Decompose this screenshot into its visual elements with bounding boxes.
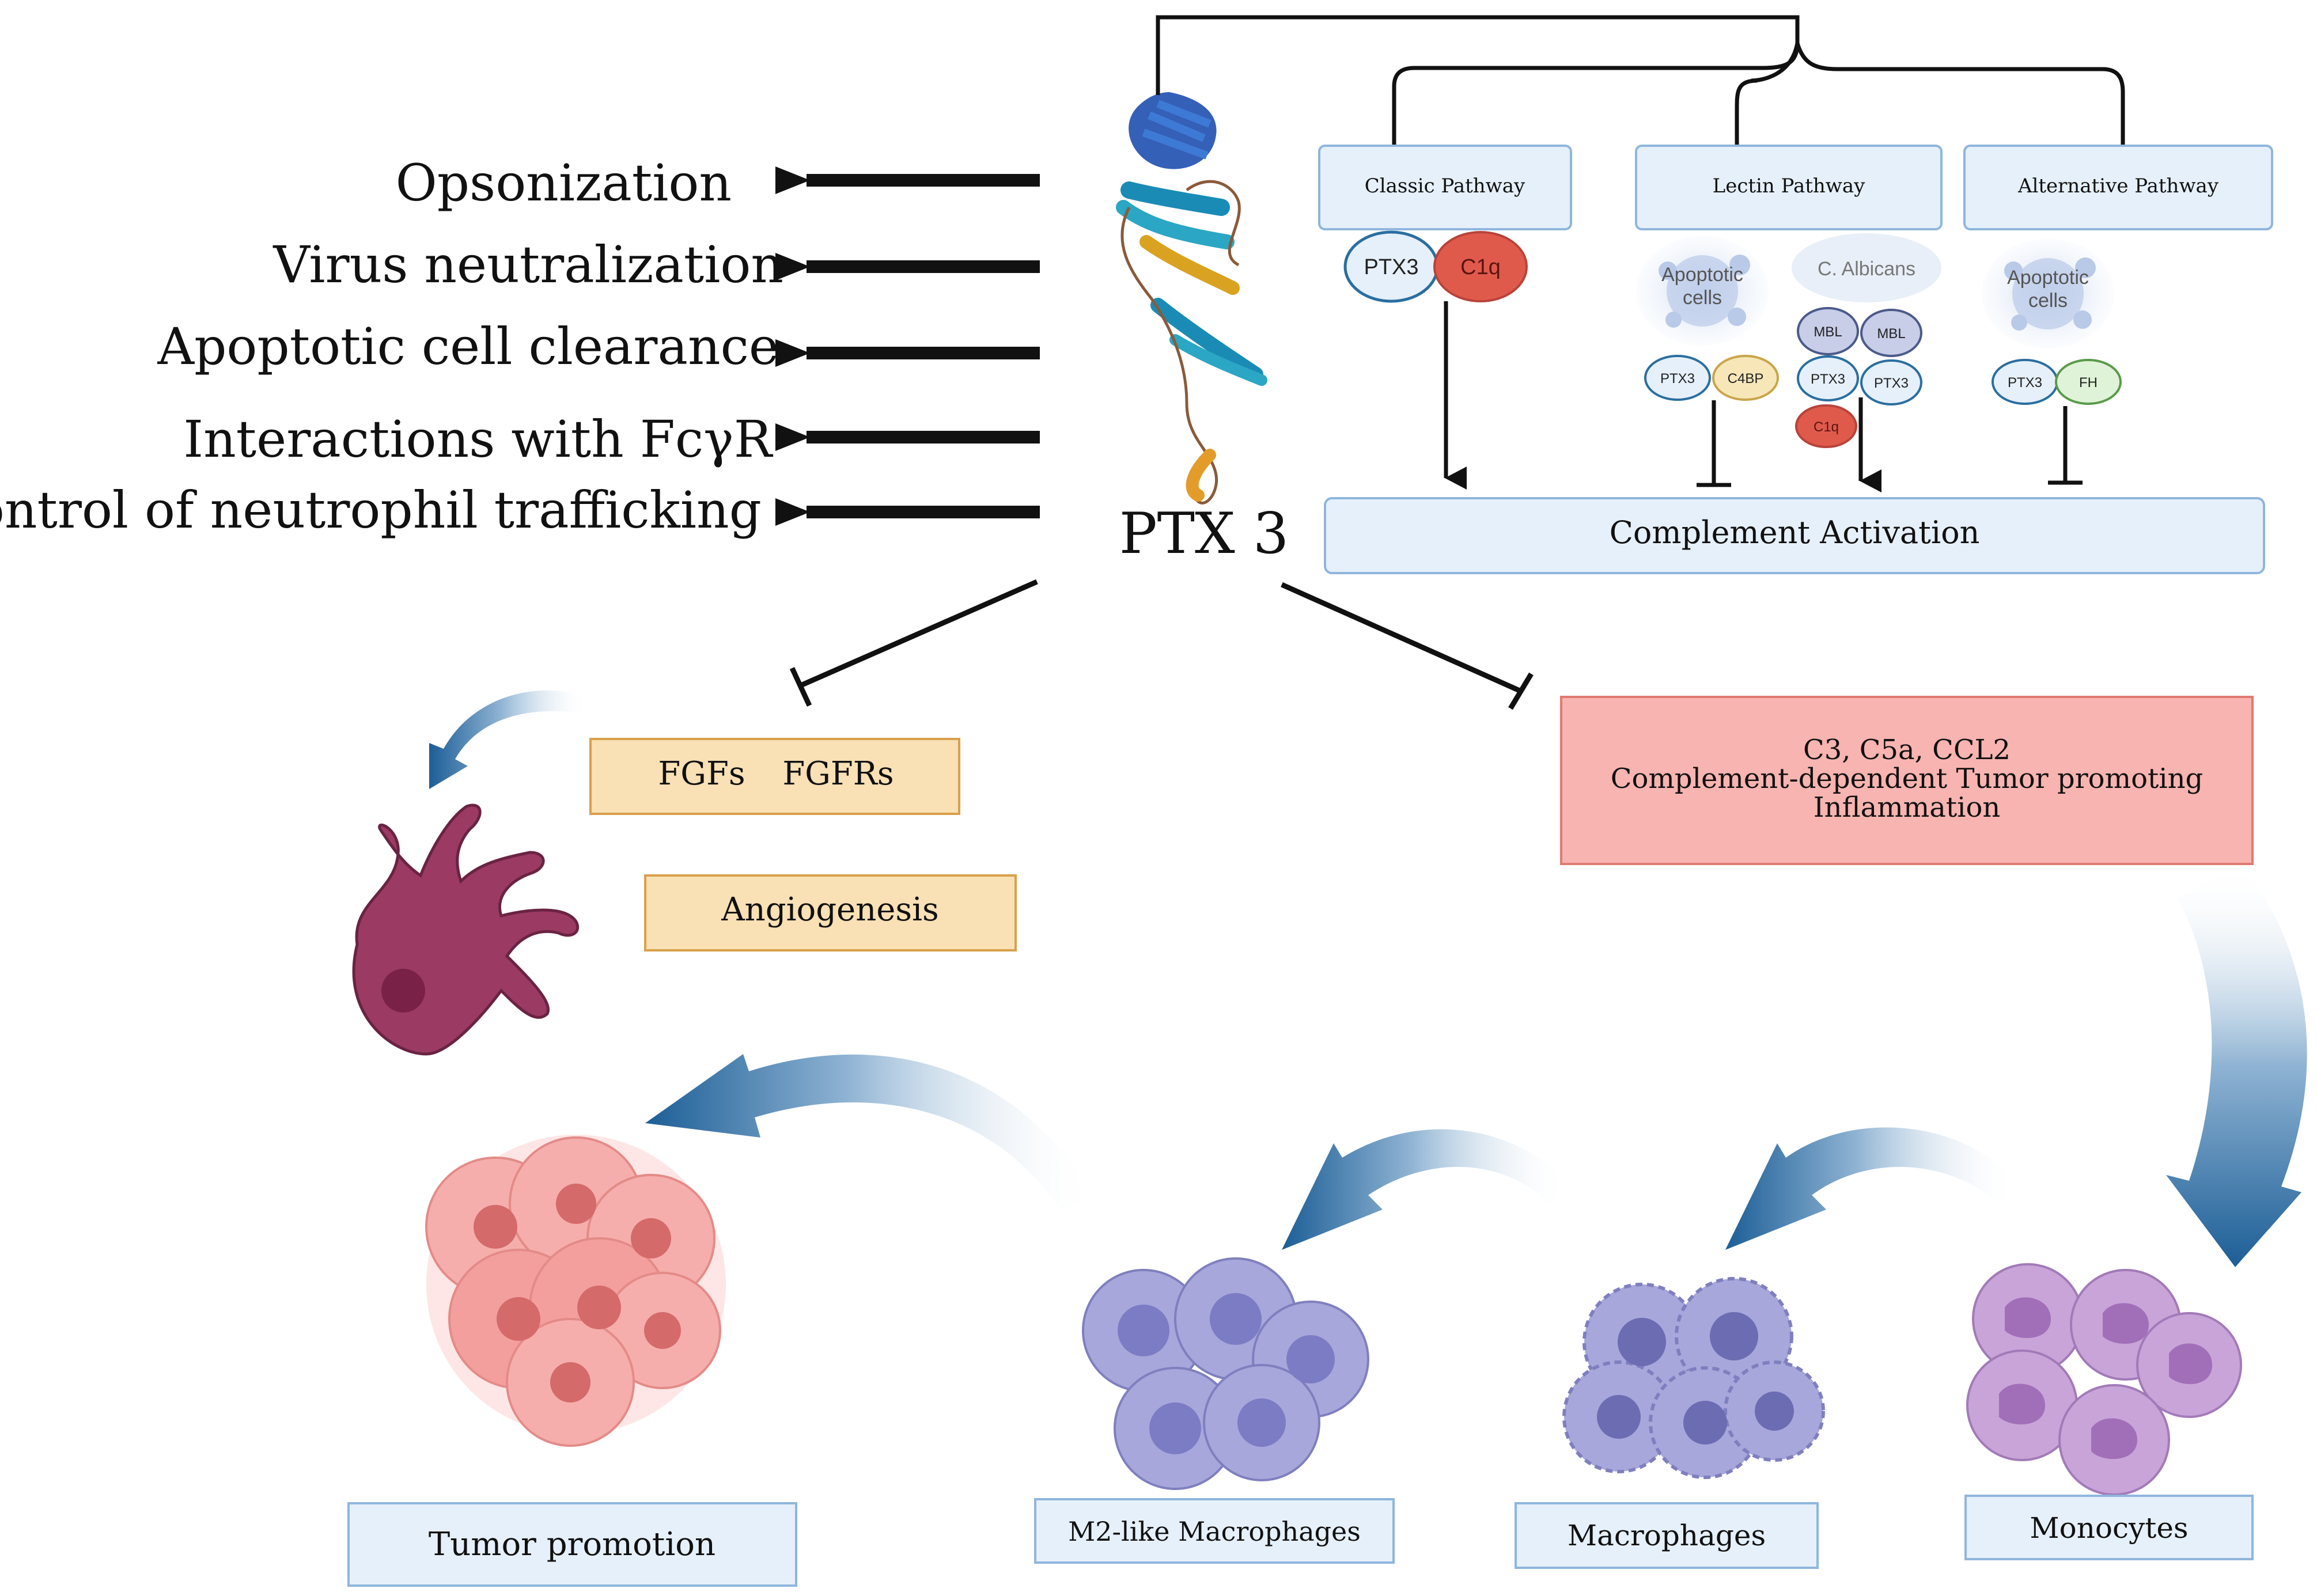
mbl-label-a: MBL bbox=[1814, 324, 1842, 340]
pathway-connector bbox=[1156, 15, 2125, 145]
alternative-pathway-label: Alternative Pathway bbox=[2017, 175, 2219, 198]
ptx3-label-alt: PTX3 bbox=[2008, 375, 2042, 391]
function-list: Opsonization Virus neutralization Apopto… bbox=[0, 153, 783, 540]
c1q-molecule-classic bbox=[1433, 231, 1528, 302]
apoptotic-cells-alternative: Apoptotic cells bbox=[1982, 239, 2114, 348]
lectin-pathway-label: Lectin Pathway bbox=[1713, 175, 1866, 198]
angiogenesis-box: Angiogenesis bbox=[644, 874, 1017, 951]
monocytes-box bbox=[1964, 1495, 2254, 1560]
arrow-to-endothelial bbox=[429, 690, 588, 789]
c4bp-molecule bbox=[1712, 355, 1779, 401]
alternative-pathway-molecules: Apoptotic cells PTX3 FH bbox=[1982, 239, 2122, 485]
pathway-headers: Classic Pathway Lectin Pathway Alternati… bbox=[1318, 145, 2273, 230]
apoptotic-cells-label-lectin-2: cells bbox=[1683, 287, 1722, 309]
flow-arrows bbox=[429, 690, 2307, 1267]
apoptotic-cells-lectin: Apoptotic cells bbox=[1636, 236, 1769, 346]
arrow-macro-to-m2 bbox=[1282, 1129, 1567, 1250]
inflammation-line-1: C3, C5a, CCL2 bbox=[1803, 734, 2011, 766]
complement-activation-box bbox=[1324, 497, 2265, 574]
monocyte-cluster bbox=[1966, 1263, 2242, 1496]
ptx3-protein-structure bbox=[1116, 63, 1267, 505]
ptx3-molecule-lectin-b bbox=[1797, 355, 1859, 401]
fh-molecule bbox=[2055, 359, 2122, 405]
angiogenesis-label: Angiogenesis bbox=[721, 891, 939, 928]
endothelial-cell bbox=[352, 803, 580, 1056]
m2-macrophages-box bbox=[1034, 1498, 1395, 1564]
function-fcgr-interactions: Interactions with FcγR bbox=[183, 410, 773, 469]
function-virus-neutralization: Virus neutralization bbox=[272, 235, 783, 294]
c1q-label-classic: C1q bbox=[1460, 255, 1501, 279]
tumor-promotion-box bbox=[347, 1502, 797, 1587]
c1q-label-lectin: C1q bbox=[1814, 419, 1839, 435]
m2-macrophage-cluster bbox=[1082, 1257, 1369, 1490]
function-arrows bbox=[775, 166, 1040, 526]
function-apoptotic-clearance: Apoptotic cell clearance bbox=[157, 317, 779, 376]
ptx3-label-lectin-a: PTX3 bbox=[1660, 371, 1695, 386]
arrow-inflammation-to-monocytes bbox=[2166, 864, 2307, 1267]
inflammation-line-2: Complement-dependent Tumor promoting bbox=[1611, 763, 2204, 795]
function-neutrophil-trafficking: Control of neutrophil trafficking bbox=[0, 480, 762, 540]
ptx3-label-lectin-b: PTX3 bbox=[1811, 371, 1845, 387]
apoptotic-cells-label-alt-1: Apoptotic bbox=[2007, 267, 2089, 289]
mbl-molecule-b bbox=[1860, 309, 1922, 357]
fgfs-label: FGFs bbox=[658, 755, 745, 793]
m2-macrophages-label: M2-like Macrophages bbox=[1068, 1516, 1361, 1547]
ptx3-label-classic: PTX3 bbox=[1364, 255, 1418, 279]
ptx3-label: PTX 3 bbox=[1119, 501, 1289, 567]
fgfrs-label: FGFRs bbox=[782, 755, 894, 793]
fgf-box: FGFs FGFRs bbox=[589, 738, 960, 815]
mbl-label-b: MBL bbox=[1877, 326, 1905, 342]
arrow-m2-to-tumor bbox=[645, 1054, 1095, 1210]
c4bp-label: C4BP bbox=[1728, 371, 1764, 386]
macrophages-label: Macrophages bbox=[1568, 1519, 1766, 1552]
inflammation-line-3: Inflammation bbox=[1814, 791, 2001, 824]
complement-activation-label: Complement Activation bbox=[1610, 514, 1980, 551]
ptx3-molecule-lectin-c bbox=[1860, 359, 1922, 405]
function-opsonization: Opsonization bbox=[396, 153, 732, 213]
tumor-promotion-label: Tumor promotion bbox=[429, 1526, 715, 1563]
macrophages-box bbox=[1515, 1502, 1819, 1569]
c-albicans-label: C. Albicans bbox=[1818, 258, 1915, 280]
apoptotic-cells-label-alt-2: cells bbox=[2028, 290, 2068, 312]
classic-pathway-box bbox=[1318, 145, 1572, 230]
ptx3-molecule-lectin-a bbox=[1644, 355, 1711, 401]
lectin-pathway-box bbox=[1635, 145, 1943, 230]
complement-activation: Complement Activation bbox=[1324, 497, 2265, 574]
arrow-mono-to-macro bbox=[1725, 1127, 2016, 1250]
c-albicans: C. Albicans bbox=[1792, 233, 1941, 302]
fh-label: FH bbox=[2079, 375, 2098, 391]
apoptotic-cells-label-lectin-1: Apoptotic bbox=[1661, 264, 1743, 286]
c1q-molecule-lectin bbox=[1795, 404, 1857, 448]
ptx3-inhibition-lines bbox=[789, 579, 1534, 710]
macrophage-cluster bbox=[1562, 1277, 1825, 1479]
tumor-cluster bbox=[425, 1135, 726, 1447]
monocytes-label: Monocytes bbox=[2030, 1511, 2188, 1545]
ptx3-label-lectin-c: PTX3 bbox=[1874, 376, 1909, 391]
classic-pathway-molecules: PTX3 C1q bbox=[1343, 230, 1528, 490]
classic-pathway-label: Classic Pathway bbox=[1365, 175, 1525, 198]
lectin-pathway-molecules: Apoptotic cells C. Albicans PTX3 C4BP MB… bbox=[1636, 233, 1941, 492]
mbl-molecule-a bbox=[1797, 307, 1859, 355]
inflammation-box: C3, C5a, CCL2 Complement-dependent Tumor… bbox=[1560, 696, 2254, 865]
alternative-pathway-box bbox=[1963, 145, 2273, 230]
cell-labels: Tumor promotion M2-like Macrophages Macr… bbox=[347, 1495, 2254, 1587]
